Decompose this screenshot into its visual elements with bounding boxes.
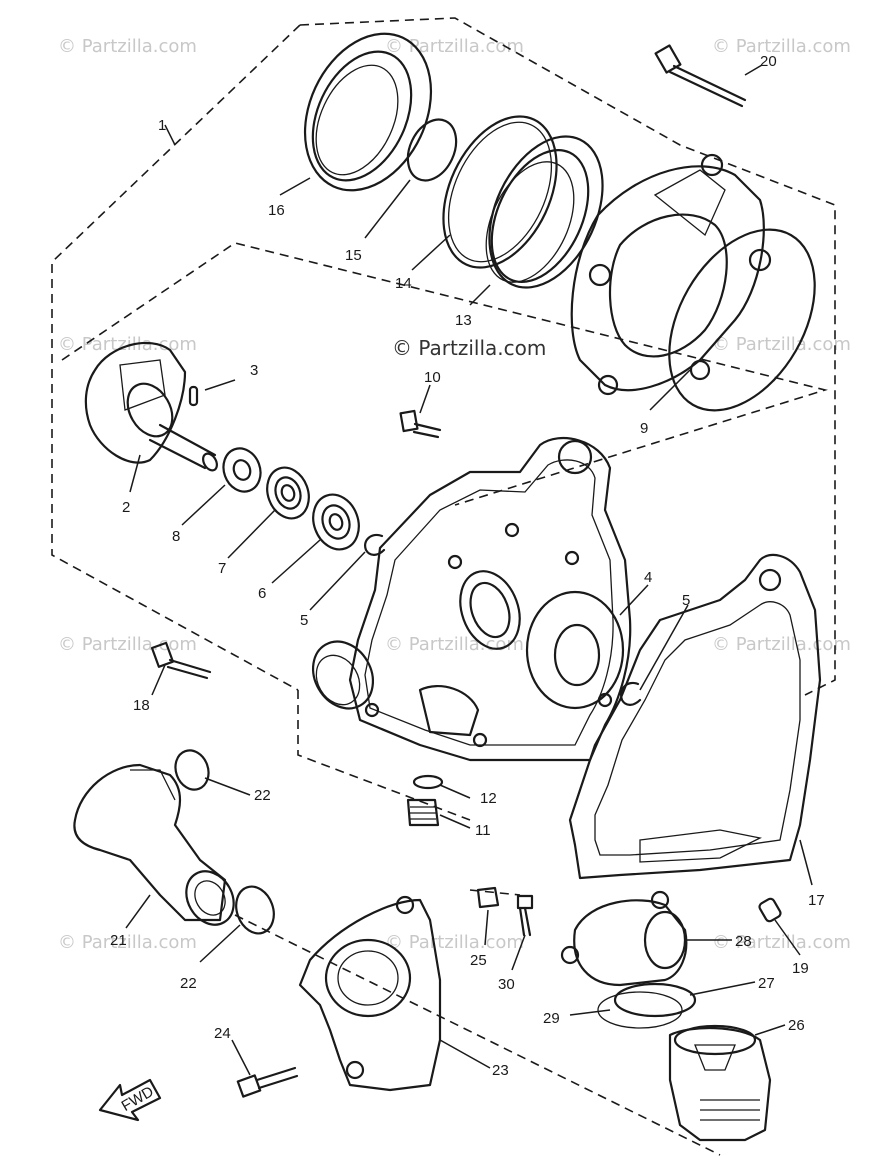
callout-16: 16	[268, 202, 285, 219]
part-22-oring-upper	[174, 749, 210, 791]
callout-18: 18	[133, 697, 150, 714]
callout-24: 24	[214, 1025, 231, 1042]
watermark: © Partzilla.com	[712, 36, 851, 57]
callout-5: 5	[300, 612, 308, 629]
callout-22: 22	[254, 787, 271, 804]
watermark: © Partzilla.com	[58, 634, 197, 655]
watermark: © Partzilla.com	[385, 634, 524, 655]
callout-15: 15	[345, 247, 362, 264]
callout-2: 2	[122, 499, 130, 516]
part-27-oring	[613, 982, 697, 1018]
part-12-washer	[412, 774, 444, 790]
part-6-bearing	[312, 493, 360, 551]
watermark-center: © Partzilla.com	[392, 336, 546, 360]
callout-3: 3	[250, 362, 258, 379]
callout-22-lower: 22	[180, 975, 197, 992]
part-11-drain-plug	[406, 798, 440, 827]
part-3-pin	[188, 385, 199, 407]
part-7-bearing	[266, 466, 310, 520]
part-4-pump-housing	[348, 436, 632, 762]
part-22-oring-lower	[235, 885, 275, 935]
housing-inlet-pipe	[311, 640, 375, 710]
part-19-plug	[758, 897, 782, 923]
part-10-bolt	[399, 409, 442, 439]
part-21-elbow-pipe	[73, 763, 235, 926]
part-30-bolt	[516, 894, 534, 937]
callout-6: 6	[258, 585, 266, 602]
front-direction-arrow: FWD	[98, 1078, 162, 1122]
callout-30: 30	[498, 976, 515, 993]
leader-lines	[125, 64, 813, 1076]
part-28-thermostat-cover	[560, 890, 688, 987]
callout-27: 27	[758, 975, 775, 992]
callout-11: 11	[475, 822, 491, 839]
callout-10: 10	[424, 369, 441, 386]
watermark: © Partzilla.com	[712, 932, 851, 953]
part-2-impeller	[84, 341, 218, 472]
callout-labels: 1 2 3 4 5 5 6 7 8 9 10 11 12 13 14 15 16…	[110, 53, 825, 1079]
callout-4: 4	[644, 569, 652, 586]
part-16-oil-seal	[303, 32, 433, 192]
callout-21: 21	[110, 932, 127, 949]
callout-12: 12	[480, 790, 497, 807]
part-9-oring	[668, 228, 816, 412]
watermark: © Partzilla.com	[58, 932, 197, 953]
callout-5-lower: 5	[682, 592, 690, 609]
assembly-1-boundary-left	[51, 24, 301, 691]
callout-8: 8	[172, 528, 180, 545]
part-housing-cover	[570, 153, 772, 396]
callout-29: 29	[543, 1010, 560, 1027]
assembly-boundaries	[51, 17, 836, 1156]
watermark: © Partzilla.com	[58, 36, 197, 57]
callout-9: 9	[640, 420, 648, 437]
callout-7: 7	[218, 560, 226, 577]
callout-19: 19	[792, 960, 809, 977]
part-23-thermostat-housing	[298, 895, 442, 1092]
watermark: © Partzilla.com	[58, 334, 197, 355]
part-5-circlip	[364, 533, 386, 556]
callout-23: 23	[492, 1062, 509, 1079]
part-15-oring	[406, 118, 458, 182]
part-5-circlip-lower	[620, 681, 642, 706]
part-17-gasket	[568, 553, 822, 880]
part-24-bolt	[236, 1066, 299, 1098]
subassembly-inner	[61, 242, 828, 506]
part-26-thermostat	[668, 1024, 772, 1142]
callout-1: 1	[158, 117, 166, 134]
part-13-seal-ring	[485, 135, 604, 289]
part-29-gasket	[597, 991, 683, 1029]
subassembly-lower	[297, 690, 471, 821]
part-18-bolt	[150, 641, 212, 680]
callout-20: 20	[760, 53, 777, 70]
callout-25: 25	[470, 952, 487, 969]
watermark: © Partzilla.com	[712, 634, 851, 655]
callout-14: 14	[395, 275, 412, 292]
part-20-bolt	[654, 44, 747, 108]
watermark: © Partzilla.com	[385, 932, 524, 953]
callout-28: 28	[735, 933, 752, 950]
callout-13: 13	[455, 312, 472, 329]
watermark: © Partzilla.com	[712, 334, 851, 355]
assembly-1-boundary	[299, 17, 836, 696]
part-14-oring	[442, 115, 558, 269]
callout-17: 17	[808, 892, 825, 909]
callout-26: 26	[788, 1017, 805, 1034]
part-8-washer	[222, 447, 262, 493]
part-25-plug	[476, 886, 500, 909]
